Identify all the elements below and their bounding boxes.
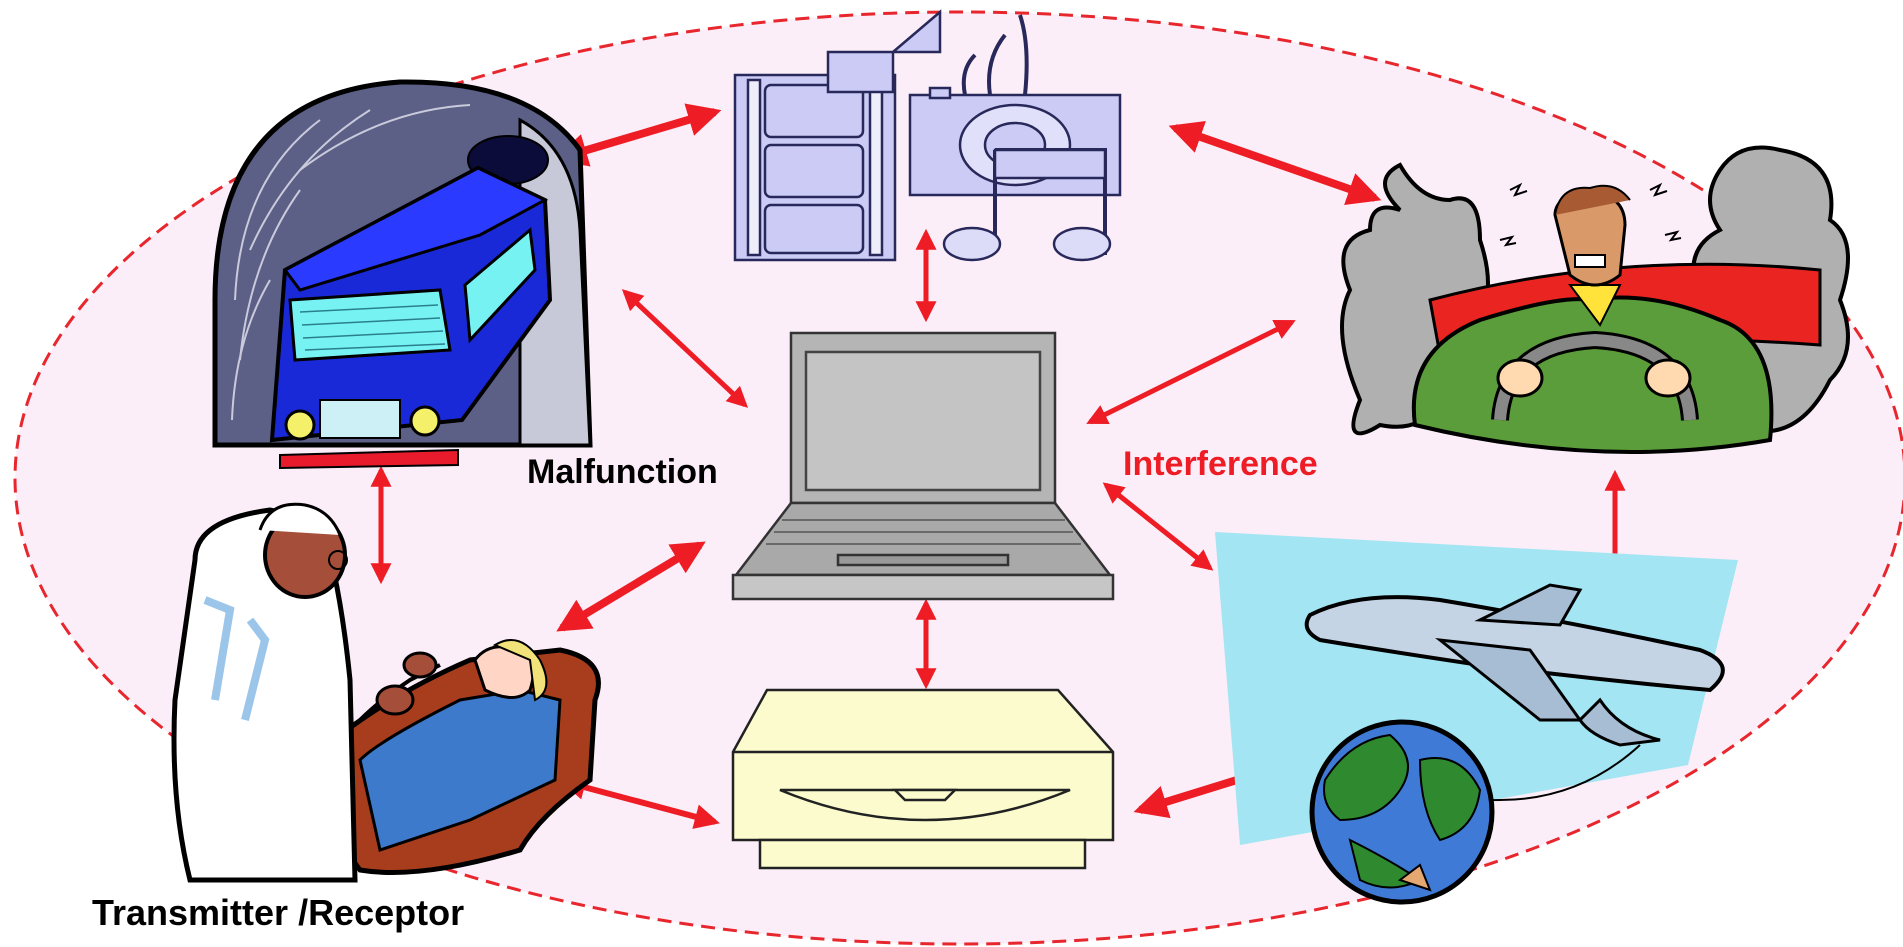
dentist-patient-icon [171,502,601,883]
arrow-train-laptop [621,289,749,408]
arrow-dentist-drive [560,775,720,829]
disc-drive-icon [731,688,1115,870]
arrow-driver-laptop [1086,319,1296,425]
laptop-icon [731,331,1115,601]
arrow-multimedia-driver [1168,121,1382,205]
arrow-dentist-laptop [556,541,706,632]
airplane-globe-icon [1215,532,1738,905]
arrow-train-multimedia [553,103,722,167]
multimedia-film-camera-music-icon [733,9,1122,262]
train-tunnel-icon [212,79,593,470]
transmitter-receptor-label: Transmitter /Receptor [92,892,464,933]
interference-label: Interference [1123,445,1318,483]
stressed-driver-icon [1340,145,1850,454]
arrow-laptop-plane [1102,482,1214,571]
malfunction-label: Malfunction [527,453,718,491]
